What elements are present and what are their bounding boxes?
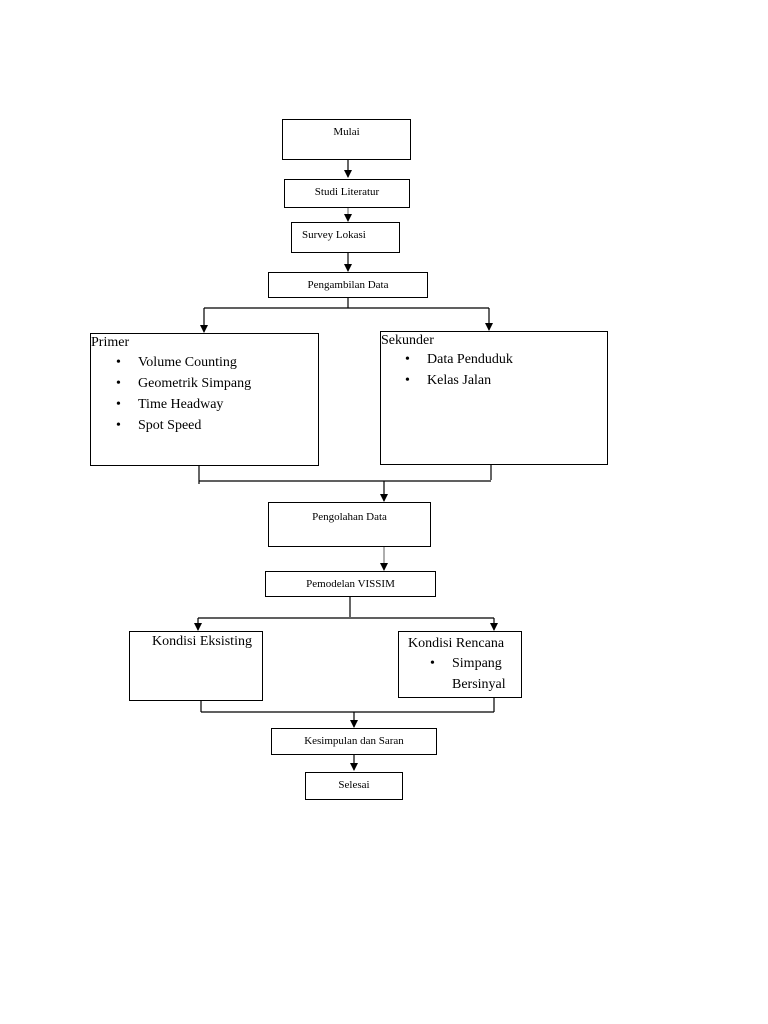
kesimpulan-saran-label: Kesimpulan dan Saran	[304, 735, 404, 747]
pengolahan-data-label: Pengolahan Data	[312, 511, 387, 523]
kondisi-rencana-title: Kondisi Rencana	[408, 636, 505, 651]
mulai-box: Mulai	[282, 119, 411, 160]
sekunder-box: Sekunder Data Penduduk Kelas Jalan	[380, 331, 608, 465]
selesai-label: Selesai	[338, 779, 370, 791]
kondisi-rencana-list: Simpang Bersinyal	[430, 653, 512, 695]
list-item: Spot Speed	[116, 415, 318, 436]
studi-literatur-label: Studi Literatur	[314, 186, 380, 198]
list-item: Simpang Bersinyal	[430, 653, 512, 695]
selesai-box: Selesai	[305, 772, 403, 800]
list-item: Geometrik Simpang	[116, 373, 318, 394]
kondisi-rencana-box: Kondisi Rencana Simpang Bersinyal	[398, 631, 522, 698]
primer-box: Primer Volume Counting Geometrik Simpang…	[90, 333, 319, 466]
primer-title: Primer	[91, 335, 130, 350]
mulai-label: Mulai	[333, 126, 360, 138]
pengolahan-data-box: Pengolahan Data	[268, 502, 431, 547]
list-item: Kelas Jalan	[405, 370, 607, 391]
survey-lokasi-label: Survey Lokasi	[302, 229, 366, 241]
kondisi-eksisting-box: Kondisi Eksisting	[129, 631, 263, 701]
list-item: Time Headway	[116, 394, 318, 415]
pengambilan-data-box: Pengambilan Data	[268, 272, 428, 298]
pemodelan-vissim-box: Pemodelan VISSIM	[265, 571, 436, 597]
pemodelan-vissim-label: Pemodelan VISSIM	[306, 578, 395, 590]
sekunder-list: Data Penduduk Kelas Jalan	[405, 349, 607, 391]
kondisi-eksisting-label: Kondisi Eksisting	[152, 634, 252, 649]
list-item: Volume Counting	[116, 352, 318, 373]
sekunder-title: Sekunder	[381, 333, 434, 348]
list-item: Data Penduduk	[405, 349, 607, 370]
pengambilan-data-label: Pengambilan Data	[307, 279, 389, 291]
primer-list: Volume Counting Geometrik Simpang Time H…	[116, 352, 318, 436]
kesimpulan-saran-box: Kesimpulan dan Saran	[271, 728, 437, 755]
survey-lokasi-box: Survey Lokasi	[291, 222, 400, 253]
studi-literatur-box: Studi Literatur	[284, 179, 410, 208]
